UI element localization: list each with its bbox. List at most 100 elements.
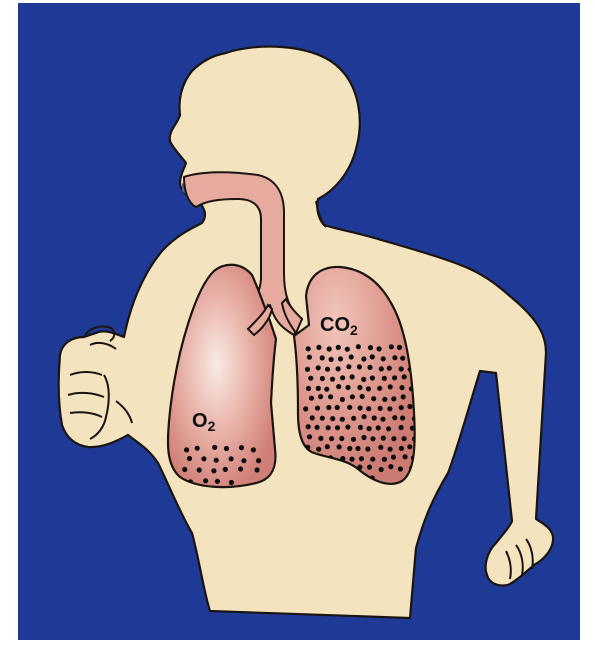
- gas-dot: [407, 404, 412, 409]
- gas-dot: [391, 455, 396, 460]
- gas-dot: [400, 415, 405, 420]
- gas-dot: [388, 464, 393, 469]
- gas-dot: [306, 424, 311, 429]
- gas-dot: [315, 425, 320, 430]
- gas-dot: [362, 414, 367, 419]
- gas-dot: [327, 346, 332, 351]
- gas-dot: [310, 415, 315, 420]
- gas-dot: [303, 406, 308, 411]
- gas-dot: [368, 345, 373, 350]
- gas-dot: [366, 386, 371, 391]
- gas-dot: [379, 467, 384, 472]
- gas-dot: [366, 406, 371, 411]
- gas-dot: [329, 357, 334, 362]
- gas-dot: [316, 386, 321, 391]
- gas-dot: [255, 467, 260, 472]
- gas-dot: [356, 344, 361, 349]
- gas-dot: [410, 426, 415, 431]
- gas-dot: [377, 346, 382, 351]
- gas-dot: [320, 416, 325, 421]
- gas-dot: [391, 396, 396, 401]
- gas-dot: [203, 478, 208, 483]
- gas-dot: [347, 405, 352, 410]
- gas-dot: [370, 436, 375, 441]
- gas-dot: [316, 447, 321, 452]
- gas-dot: [328, 394, 333, 399]
- gas-dot: [382, 457, 387, 462]
- gas-dot: [399, 385, 404, 390]
- gas-dot: [357, 465, 362, 470]
- gas-dot: [197, 467, 202, 472]
- gas-dot: [307, 434, 312, 439]
- gas-dot: [382, 376, 387, 381]
- gas-dot: [370, 354, 375, 359]
- gas-dot: [381, 356, 386, 361]
- gas-dot: [330, 377, 335, 382]
- gas-dot: [392, 355, 397, 360]
- gas-dot: [345, 424, 350, 429]
- gas-dot: [357, 364, 362, 369]
- gas-dot: [338, 356, 343, 361]
- gas-dot: [360, 394, 365, 399]
- gas-dot: [330, 416, 335, 421]
- gas-dot: [400, 356, 405, 361]
- gas-dot: [399, 425, 404, 430]
- gas-dot: [381, 436, 386, 441]
- gas-dot: [251, 447, 256, 452]
- gas-dot: [350, 394, 355, 399]
- gas-dot: [358, 425, 363, 430]
- gas-dot: [239, 445, 244, 450]
- gas-dot: [398, 466, 403, 471]
- gas-dot: [358, 405, 363, 410]
- gas-dot: [229, 456, 234, 461]
- gas-dot: [399, 446, 404, 451]
- gas-dot: [361, 377, 366, 382]
- gas-dot: [357, 385, 362, 390]
- gas-dot: [184, 447, 189, 452]
- gas-dot: [215, 479, 220, 484]
- gas-dot: [351, 437, 356, 442]
- gas-dot: [347, 446, 352, 451]
- gas-dot: [367, 426, 372, 431]
- gas-dot: [367, 465, 372, 470]
- gas-dot: [387, 366, 392, 371]
- gas-dot: [350, 374, 355, 379]
- gas-dot: [402, 436, 407, 441]
- gas-dot: [224, 446, 229, 451]
- respiration-diagram: O2 CO2: [18, 3, 580, 640]
- gas-dot: [182, 467, 187, 472]
- gas-dot: [256, 458, 261, 463]
- gas-dot: [212, 445, 217, 450]
- gas-dot: [345, 347, 350, 352]
- gas-dot: [241, 458, 246, 463]
- gas-dot: [195, 446, 200, 451]
- gas-dot: [370, 375, 375, 380]
- gas-dot: [355, 446, 360, 451]
- gas-dot: [211, 468, 216, 473]
- gas-dot: [389, 344, 394, 349]
- gas-dot: [349, 354, 354, 359]
- gas-dot: [380, 417, 385, 422]
- gas-dot: [325, 367, 330, 372]
- gas-dot: [336, 366, 341, 371]
- gas-dot: [365, 446, 370, 451]
- gas-dot: [351, 416, 356, 421]
- gas-dot: [388, 384, 393, 389]
- gas-dot: [388, 447, 393, 452]
- gas-dot: [325, 444, 330, 449]
- gas-dot: [361, 435, 366, 440]
- gas-dot: [339, 436, 344, 441]
- gas-dot: [320, 355, 325, 360]
- gas-dot: [305, 367, 310, 372]
- gas-dot: [229, 480, 234, 485]
- gas-dot: [214, 458, 219, 463]
- gas-dot: [337, 444, 342, 449]
- gas-dot: [376, 425, 381, 430]
- gas-dot: [315, 406, 320, 411]
- gas-dot: [349, 457, 354, 462]
- gas-dot: [318, 394, 323, 399]
- gas-dot: [371, 396, 376, 401]
- gas-dot: [201, 456, 206, 461]
- gas-dot: [392, 375, 397, 380]
- gas-dot: [336, 345, 341, 350]
